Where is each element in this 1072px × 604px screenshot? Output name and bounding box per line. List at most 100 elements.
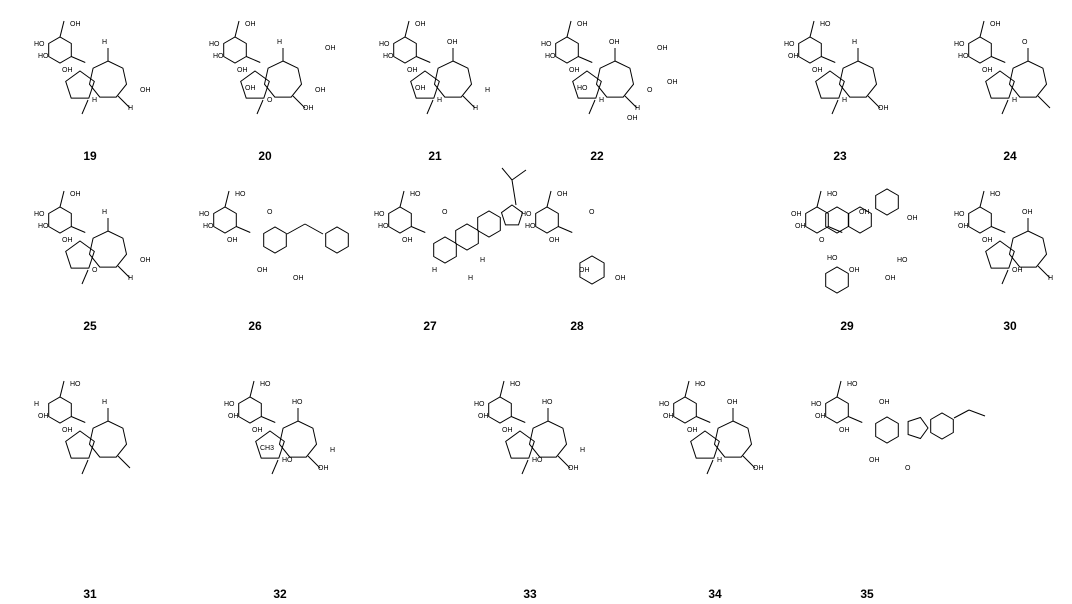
atom-label: OH	[859, 209, 870, 216]
atom-label: OH	[727, 399, 738, 406]
glycosidic-bond	[71, 226, 86, 233]
atom-label: HO	[474, 401, 485, 408]
atom-label: OH	[70, 191, 81, 198]
atom-label: HO	[827, 255, 838, 262]
compound-label-20: 20	[258, 149, 272, 163]
cyclopentane-ring	[690, 430, 720, 459]
compound-label-31: 31	[83, 587, 97, 601]
atom-label: HO	[820, 21, 831, 28]
compound-label-22: 22	[590, 149, 604, 163]
atom-label: H	[92, 97, 97, 104]
cyclopentane-ring	[572, 70, 602, 99]
sugar-ring	[798, 36, 822, 64]
atom-label: H	[102, 209, 107, 216]
cycloheptane-ring	[263, 60, 303, 98]
atom-label: OH	[62, 67, 73, 74]
side-chain-bond	[742, 455, 756, 469]
atom-label: HO	[235, 191, 246, 198]
stereo-bond	[831, 99, 839, 115]
atom-label: H	[432, 267, 437, 274]
compound-label-35: 35	[860, 587, 874, 601]
atom-label: OH	[788, 53, 799, 60]
enone-bond	[304, 223, 324, 235]
atom-label: H	[485, 87, 490, 94]
cyclopentane-ring	[815, 70, 845, 99]
cycloheptane-ring	[838, 60, 878, 98]
atom-label: OH	[245, 21, 256, 28]
stereo-bond	[426, 99, 434, 115]
atom-label: OH	[415, 21, 426, 28]
atom-label: OH	[318, 465, 329, 472]
atom-label: HO	[374, 211, 385, 218]
atom-label: OH	[257, 267, 268, 274]
sugar-ring	[238, 396, 262, 424]
glycosidic-bond	[71, 56, 86, 63]
atom-label: OH	[293, 275, 304, 282]
stereo-bond	[271, 459, 279, 475]
atom-label: O	[819, 237, 825, 244]
atom-label: H	[480, 257, 485, 264]
hydroxymethyl-bond	[566, 20, 572, 38]
cycloheptane-ring	[1008, 230, 1048, 268]
cycloheptane-ring	[528, 420, 568, 458]
atom-label: HO	[379, 41, 390, 48]
sugar-ring	[968, 36, 992, 64]
atom-label: O	[267, 209, 273, 216]
atom-label: OH	[657, 45, 668, 52]
atom-label: OH	[402, 237, 413, 244]
sugar-ring	[488, 396, 512, 424]
atom-label: OH	[569, 67, 580, 74]
compound-label-32: 32	[273, 587, 287, 601]
glycosidic-bond	[246, 56, 261, 63]
atom-label: HO	[38, 53, 49, 60]
cyclopentane-ring	[410, 70, 440, 99]
stereo-bond	[256, 99, 264, 115]
glycosidic-bond	[558, 226, 573, 233]
atom-label: HO	[34, 41, 45, 48]
atom-label: OH	[1012, 267, 1023, 274]
aromatic-ring-a	[875, 416, 899, 444]
cyclopentane-ring	[65, 240, 95, 269]
sugar-ring	[825, 396, 849, 424]
cyclopentane-ring	[240, 70, 270, 99]
atom-label: OH	[878, 105, 889, 112]
hydroxymethyl-bond	[59, 190, 65, 208]
atom-label: OH	[1022, 209, 1033, 216]
atom-label: OH	[869, 457, 880, 464]
glycosidic-bond	[411, 226, 426, 233]
atom-label: HO	[224, 401, 235, 408]
atom-label: HO	[378, 223, 389, 230]
atom-label: OH	[795, 223, 806, 230]
compound-label-29: 29	[840, 319, 854, 333]
steroid-ring-c	[477, 210, 501, 238]
atom-label: HO	[203, 223, 214, 230]
flavone-ring-c	[848, 206, 872, 234]
atom-label: O	[92, 267, 98, 274]
atom-label: OH	[237, 67, 248, 74]
side-chain-bond	[117, 265, 131, 279]
glycosidic-bond	[71, 416, 86, 423]
hydroxymethyl-bond	[816, 190, 822, 208]
cyclopentane-ring	[65, 70, 95, 99]
hydroxymethyl-bond	[59, 20, 65, 38]
flavone-ring-a	[825, 206, 849, 234]
stereo-bond	[81, 99, 89, 115]
atom-label: OH	[252, 427, 263, 434]
atom-label: OH	[687, 427, 698, 434]
stereo-bond	[706, 459, 714, 475]
atom-label: HO	[958, 53, 969, 60]
rhamnose-ring	[825, 266, 849, 294]
allyl-bond	[968, 409, 986, 417]
compound-label-28: 28	[570, 319, 584, 333]
atom-label: OH	[549, 237, 560, 244]
hydroxymethyl-bond	[684, 380, 690, 398]
atom-label: HO	[847, 381, 858, 388]
cyclopentane-ring	[65, 430, 95, 459]
compound-label-30: 30	[1003, 319, 1017, 333]
stereo-bond	[588, 99, 596, 115]
